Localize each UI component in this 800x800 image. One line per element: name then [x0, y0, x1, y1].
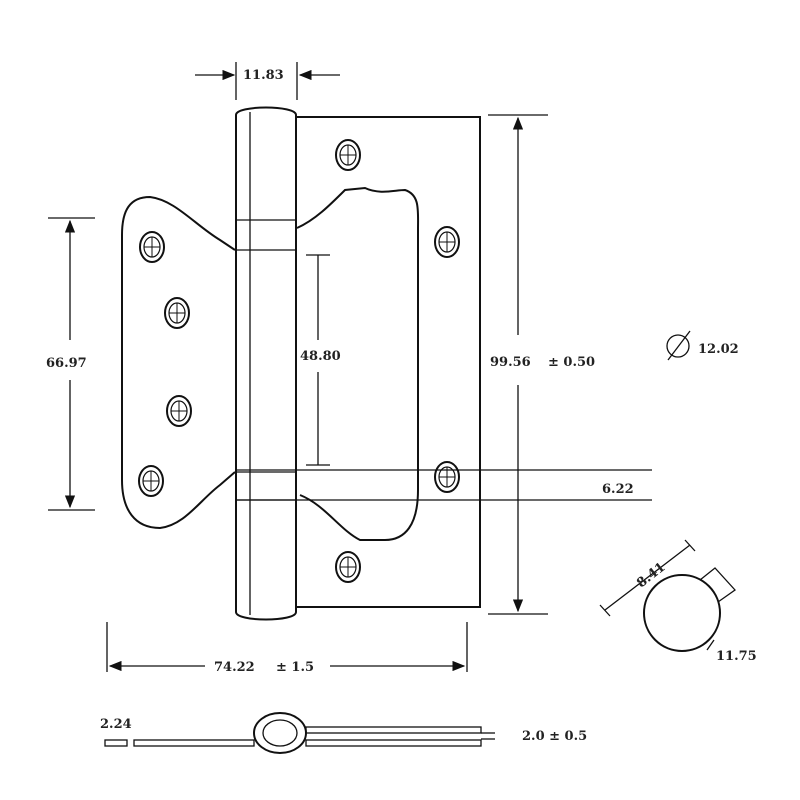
label-overall-height-tol: ± 0.50 — [548, 355, 595, 370]
label-knuckle-width: 11.83 — [243, 68, 284, 83]
label-left-leaf-height: 66.97 — [46, 356, 87, 371]
screw-hole-icon — [139, 231, 165, 263]
screw-hole-icon — [138, 465, 164, 497]
screw-hole-icon — [335, 139, 361, 171]
detail-view: 8.41 11.75 — [599, 539, 757, 664]
label-thickness: 2.0 ± 0.5 — [522, 729, 587, 744]
knuckle — [235, 106, 297, 621]
screw-hole-icon — [164, 297, 190, 329]
right-leaf — [296, 116, 481, 608]
dim-hole-diameter: 12.02 — [666, 330, 739, 361]
label-detail-chord: 8.41 — [634, 560, 668, 591]
left-leaf — [121, 195, 236, 530]
label-overall-width: 74.22 — [214, 660, 255, 675]
side-view: 2.24 2.0 ± 0.5 — [100, 712, 587, 754]
screw-hole-icon — [434, 461, 460, 493]
label-hole-diameter: 12.02 — [698, 342, 739, 357]
label-overall-width-tol: ± 1.5 — [276, 660, 314, 675]
dim-overall-width: 74.22 ± 1.5 — [106, 622, 468, 675]
dim-left-leaf-height: 66.97 — [46, 217, 95, 511]
label-detail-diameter: 11.75 — [716, 649, 757, 664]
label-slot-length: 48.80 — [300, 349, 341, 364]
dim-slot-length: 48.80 — [300, 254, 341, 466]
screw-hole-icon — [166, 395, 192, 427]
dim-knuckle-width: 11.83 — [195, 62, 340, 100]
screw-hole-icon — [335, 551, 361, 583]
screw-hole-icon — [434, 226, 460, 258]
label-leaf-gap: 2.24 — [100, 717, 132, 732]
screw-holes — [138, 139, 460, 583]
dim-offset: 6.22 — [236, 469, 652, 501]
dim-overall-height: 99.56 ± 0.50 — [488, 114, 595, 615]
label-offset: 6.22 — [602, 482, 634, 497]
label-overall-height: 99.56 — [490, 355, 531, 370]
slot-cutout — [296, 186, 420, 541]
